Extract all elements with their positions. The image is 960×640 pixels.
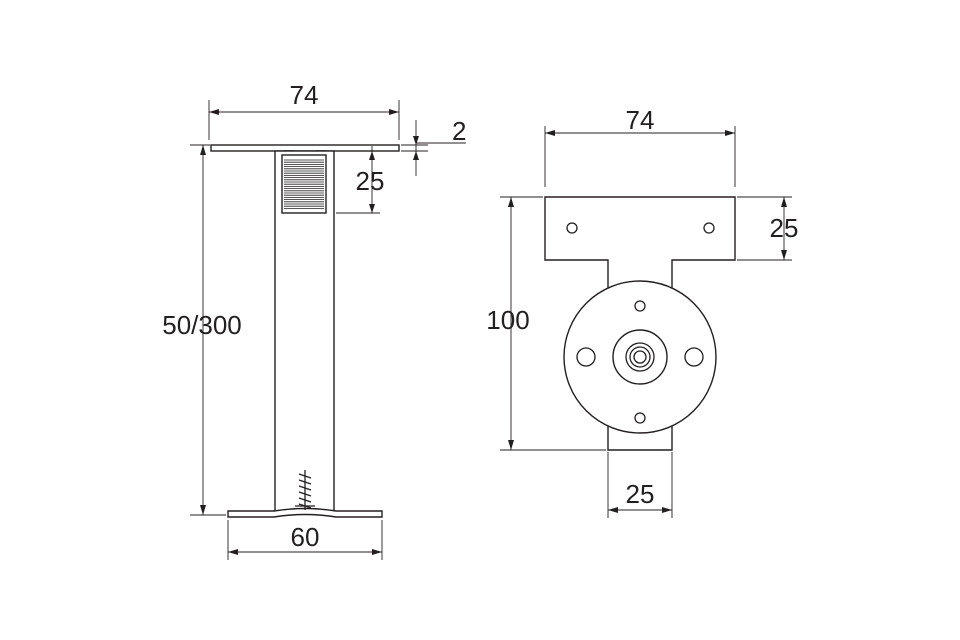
dim-thread-length: 25 <box>336 146 385 214</box>
thread-lines <box>284 159 324 209</box>
dim-label-top-width: 74 <box>290 80 319 110</box>
dim-plate-depth: 25 <box>737 196 799 261</box>
screw-icon <box>295 470 315 510</box>
side-view: 74 2 25 50/300 <box>162 80 466 560</box>
dim-label-base-width: 60 <box>291 522 320 552</box>
center-ring-inner <box>629 346 651 368</box>
mount-hole <box>566 222 578 234</box>
dim-label-plate-width: 74 <box>626 105 655 135</box>
dim-label-thread-length: 25 <box>356 166 385 196</box>
flange-hole <box>634 412 646 424</box>
top-view: 74 25 100 25 <box>486 105 798 518</box>
dim-base-width: 60 <box>227 520 383 560</box>
flange-hole <box>634 300 646 312</box>
flange-hole <box>576 347 596 367</box>
inner-boss <box>612 329 668 385</box>
base-plate <box>227 507 383 518</box>
dim-plate-thickness: 2 <box>401 116 466 176</box>
dim-height: 50/300 <box>162 144 242 516</box>
dim-label-stem-width: 25 <box>626 479 655 509</box>
dim-plate-width: 74 <box>544 105 736 187</box>
dim-label-total-height: 100 <box>486 305 529 335</box>
mount-hole <box>703 222 715 234</box>
dim-total-height: 100 <box>486 196 606 451</box>
center-ring <box>625 342 655 372</box>
top-plate <box>210 144 400 152</box>
flange-hole <box>684 347 704 367</box>
center-bore <box>633 350 647 364</box>
dim-label-height: 50/300 <box>162 310 242 340</box>
dim-label-plate-thickness: 2 <box>452 116 466 146</box>
dim-top-width: 74 <box>208 80 400 140</box>
dim-label-plate-depth: 25 <box>770 213 799 243</box>
dim-stem-width: 25 <box>607 452 673 518</box>
